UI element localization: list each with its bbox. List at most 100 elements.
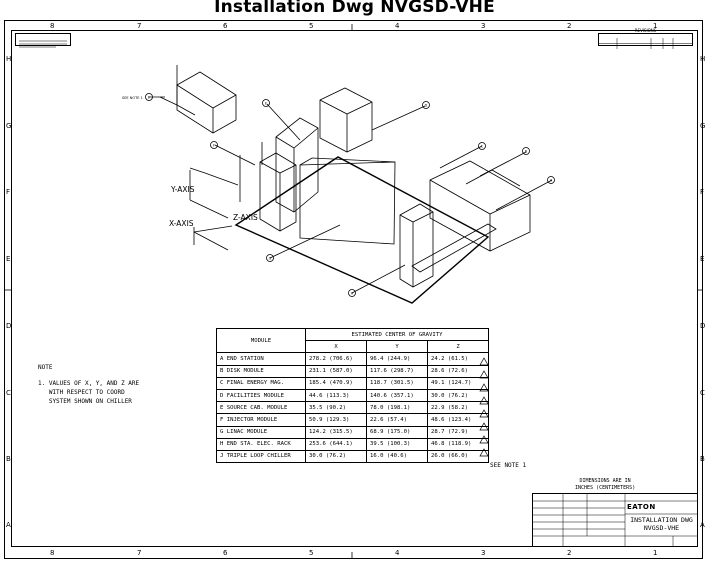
revisions-grid — [599, 38, 692, 49]
zone-row-b-right: B — [700, 455, 705, 463]
rev-triangle-icon — [479, 448, 489, 457]
y-axis-base — [189, 199, 229, 219]
eaton-logo: EATON — [627, 503, 656, 511]
zone-row-a-right: A — [700, 521, 705, 529]
zone-row-b: B — [6, 455, 11, 463]
callout-circle-b — [522, 147, 530, 155]
see-note-1-label: SEE NOTE 1 — [490, 462, 527, 469]
leader-f — [214, 144, 256, 166]
zone-col-3-bottom: 3 — [481, 549, 486, 557]
end-station-platform — [411, 223, 497, 273]
linac-box — [275, 117, 319, 213]
chiller-x-axis — [159, 96, 178, 106]
y-axis-label: Y-AXIS — [170, 185, 195, 194]
revisions-header: REVISIONS — [634, 28, 657, 33]
center-of-gravity-table: MODULE ESTIMATED CENTER OF GRAVITY X Y Z… — [216, 327, 489, 464]
x-axis-label: X-AXIS — [169, 219, 194, 228]
zone-row-g: G — [6, 122, 12, 130]
callout-circle-c — [478, 142, 486, 150]
zone-row-d-right: D — [700, 322, 706, 330]
callout-circle-d — [422, 101, 430, 109]
callout-label-g: G — [269, 256, 272, 260]
final-energy-mag-top — [299, 157, 396, 166]
zone-col-3: 3 — [481, 22, 486, 30]
final-energy-mag-box — [299, 161, 396, 245]
end-station-rack-edges — [399, 211, 434, 287]
leader-d — [371, 105, 426, 131]
callout-label-h: H — [351, 291, 354, 295]
zone-col-4: 4 — [395, 22, 400, 30]
zone-col-2: 2 — [567, 22, 572, 30]
dimensions-note: DIMENSIONS ARE IN INCHES (CENTIMETERS) — [575, 478, 636, 491]
facilities-box — [319, 87, 373, 153]
zone-row-f-right: F — [700, 188, 705, 196]
y-axis-arrow-line — [204, 172, 239, 186]
leader-a — [495, 179, 553, 211]
callout-circle-e — [262, 99, 270, 107]
zone-col-2-bottom: 2 — [567, 549, 572, 557]
drawing-frame — [4, 20, 703, 559]
zone-col-7-bottom: 7 — [137, 549, 142, 557]
rev-triangle-icon — [479, 357, 489, 366]
callout-circle-a — [547, 176, 555, 184]
chiller-y-axis — [176, 104, 196, 116]
x-axis-base — [193, 231, 229, 251]
zone-col-8-bottom: 8 — [50, 549, 55, 557]
callout-circle-j — [145, 93, 153, 101]
callout-label-a: A — [550, 178, 553, 182]
rev-triangle-icon — [479, 435, 489, 444]
proprietary-block — [15, 33, 71, 48]
zone-col-6: 6 — [223, 22, 228, 30]
rev-triangle-icon — [479, 370, 489, 379]
proprietary-text-lines — [19, 40, 67, 48]
zone-col-1-bottom: 1 — [653, 549, 658, 557]
zone-row-h-right: H — [700, 55, 706, 63]
callout-label-d: D — [425, 103, 428, 107]
zone-row-c-right: C — [700, 389, 705, 397]
rev-triangle-icon — [479, 383, 489, 392]
leader-c — [439, 145, 483, 169]
facilities-box-edges — [319, 99, 373, 152]
drawing-border — [11, 30, 698, 547]
rev-triangle-icon — [479, 409, 489, 418]
leader-b — [479, 151, 527, 177]
see-note-1-callout: SEE NOTE 1 — [122, 96, 143, 100]
zone-col-5: 5 — [309, 22, 314, 30]
injector-box — [259, 152, 297, 232]
end-station-rack-box — [399, 203, 434, 288]
floor-outline — [234, 156, 490, 304]
zone-row-f: F — [6, 188, 11, 196]
revisions-block — [598, 33, 693, 49]
zone-col-5-bottom: 5 — [309, 549, 314, 557]
zone-col-4-bottom: 4 — [395, 549, 400, 557]
z-axis-label: Z-AXIS — [233, 213, 258, 222]
title-block — [532, 493, 698, 547]
source-cab-edges — [239, 142, 263, 202]
module-header: MODULE — [216, 327, 306, 354]
callout-circle-f — [210, 141, 218, 149]
y-axis-arrow-head — [189, 167, 206, 174]
zone-col-1: 1 — [653, 22, 658, 30]
callout-label-b: B — [525, 149, 528, 153]
zone-row-c: C — [6, 389, 11, 397]
drawing-number: NVGSD-VHE — [643, 524, 680, 532]
drawing-title-block: INSTALLATION DWG NVGSD-VHE — [625, 516, 698, 532]
callout-label-f: F — [213, 143, 215, 147]
drawing-title: INSTALLATION DWG — [630, 516, 693, 524]
leader-h — [351, 264, 406, 294]
table-header-row: MODULE ESTIMATED CENTER OF GRAVITY — [216, 327, 489, 354]
rev-triangle-icon — [479, 422, 489, 431]
zone-row-h: H — [6, 55, 12, 63]
chiller-box-edges — [176, 84, 237, 133]
callout-circle-g — [266, 254, 274, 262]
title-block-grid — [533, 494, 697, 546]
callout-label-e: E — [265, 101, 267, 105]
callout-label-c: C — [481, 144, 484, 148]
z-axis-line — [193, 225, 233, 233]
linac-box-edges — [275, 127, 319, 212]
zone-row-e: E — [6, 255, 11, 263]
